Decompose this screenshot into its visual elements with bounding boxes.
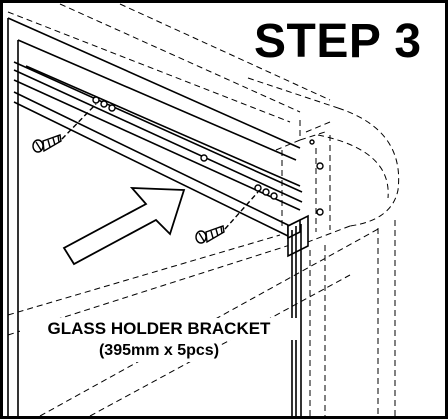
hollow-arrow-icon [62, 187, 186, 266]
screw-icon [32, 103, 97, 153]
cabinet-solid-lines [7, 17, 301, 416]
part-name-label: GLASS HOLDER BRACKET [20, 318, 298, 340]
part-callout: GLASS HOLDER BRACKET (395mm x 5pcs) [20, 318, 298, 362]
step-title: STEP 3 [254, 15, 422, 68]
bracket-holes [92, 96, 324, 216]
part-spec-label: (395mm x 5pcs) [96, 340, 222, 362]
glass-holder-bracket [13, 61, 309, 416]
screw-icon [195, 191, 259, 244]
